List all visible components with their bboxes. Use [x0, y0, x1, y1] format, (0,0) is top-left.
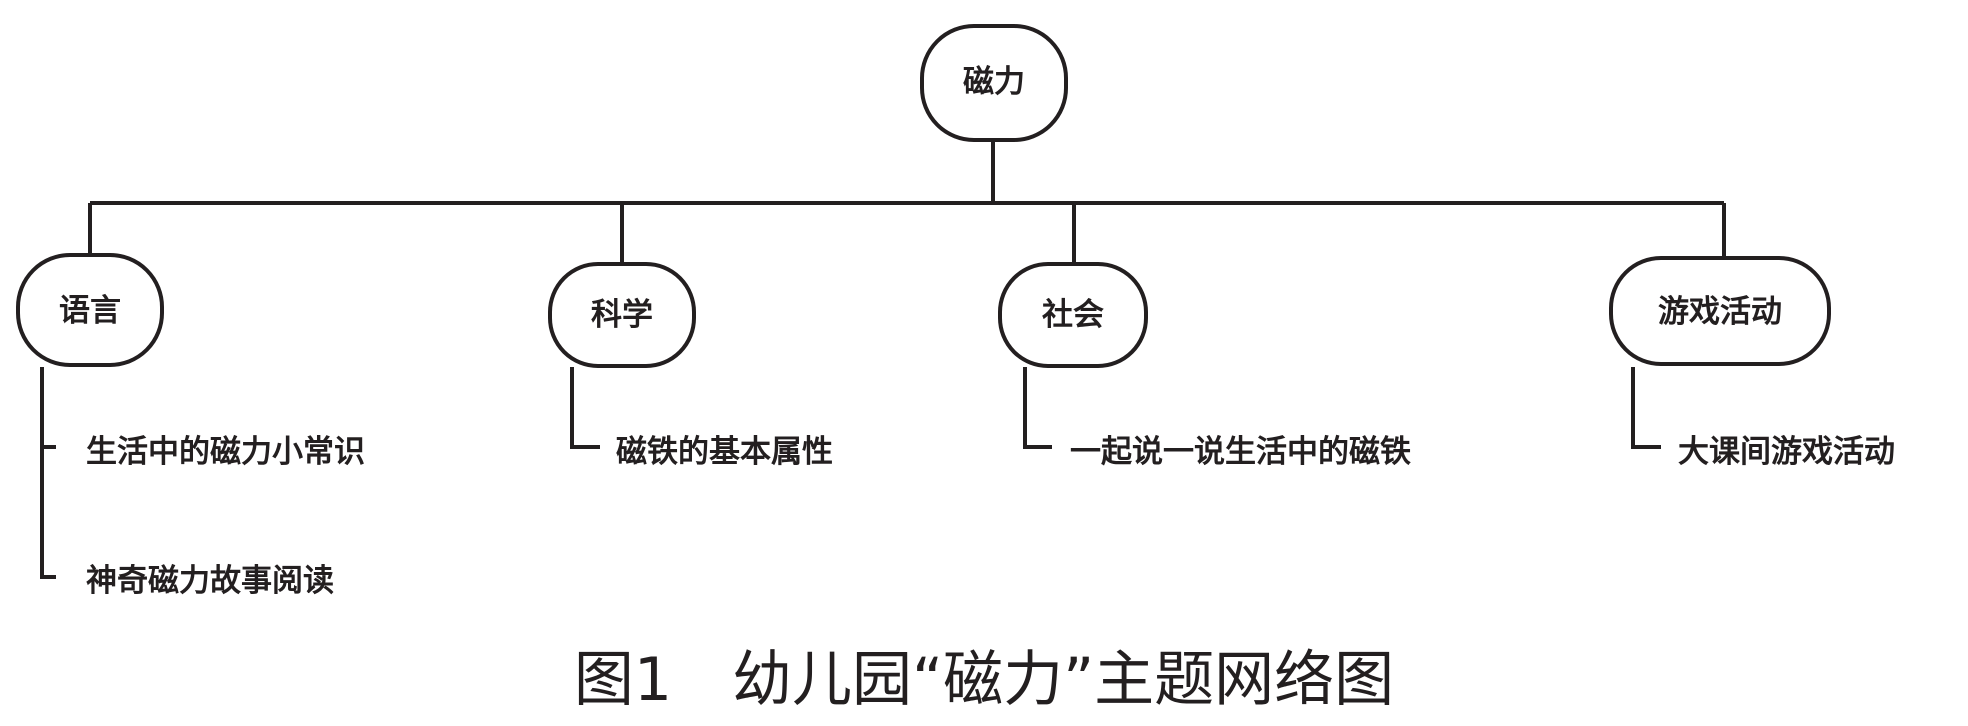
leaf-item-language-1: 生活中的磁力小常识: [86, 434, 365, 470]
leaf-connector-language-2: [40, 447, 56, 579]
leaf-item-language-2: 神奇磁力故事阅读: [86, 563, 334, 599]
branch-node-language: 语言: [16, 253, 164, 367]
leaf-connector-society-1: [1023, 367, 1052, 449]
leaf-connector-games-1: [1631, 367, 1661, 449]
branch-node-society: 社会: [998, 262, 1148, 368]
root-node-box: [920, 24, 1068, 142]
root-node-label: 磁力: [963, 64, 1025, 100]
branch-node-games: 游戏活动: [1609, 256, 1831, 366]
branch-node-games-label: 游戏活动: [1658, 294, 1782, 330]
leaf-item-science-1: 磁铁的基本属性: [616, 434, 833, 470]
branch-node-language-box: [16, 253, 164, 367]
branch-node-science: 科学: [548, 262, 696, 368]
branch-node-society-box: [998, 262, 1148, 368]
branch-node-society-label: 社会: [1042, 297, 1104, 333]
figure-caption: 图1 幼儿园“磁力”主题网络图: [574, 645, 1394, 715]
leaf-item-games-1: 大课间游戏活动: [1678, 434, 1895, 470]
branch-node-science-box: [548, 262, 696, 368]
connector-lines: [40, 140, 1726, 579]
leaf-item-society-1: 一起说一说生活中的磁铁: [1070, 434, 1411, 470]
root-node: 磁力: [920, 24, 1068, 142]
branch-node-science-label: 科学: [591, 297, 653, 333]
leaf-connector-language-1: [40, 367, 56, 449]
leaf-connector-science-1: [570, 367, 600, 449]
branch-node-language-label: 语言: [59, 293, 121, 329]
branch-node-games-box: [1609, 256, 1831, 366]
